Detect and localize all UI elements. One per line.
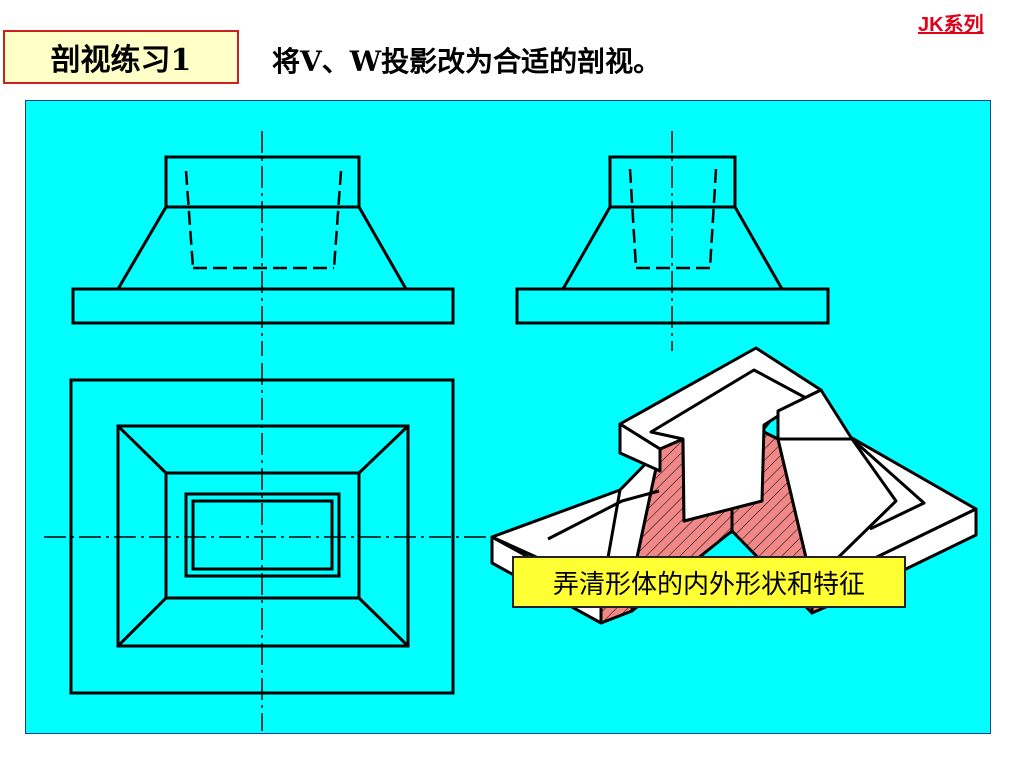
top-collar-outer [164,471,361,600]
top-outer [69,378,455,695]
front-base [71,287,455,325]
note-box: 弄清形体的内外形状和特征 [512,556,906,608]
side-collar [608,155,737,209]
front-view [71,131,455,356]
top-view [44,363,496,731]
front-hidden-lines [184,170,343,270]
side-hidden-lines [628,168,718,270]
drawing-svg [44,131,978,731]
side-base [515,287,830,325]
top-base-edge [116,424,410,648]
iso-collar-left-face [618,422,662,473]
series-tag: JK系列 [918,14,984,36]
front-collar [164,155,361,209]
drawing-canvas [25,100,991,734]
side-view [515,131,830,351]
iso-collar-bore [649,368,808,523]
exercise-title: 剖视练习1 [3,30,239,84]
instruction-text: 将V、W投影改为合适的剖视。 [272,45,662,78]
top-hole-outer [184,492,341,578]
top-hole-inner [191,499,334,571]
